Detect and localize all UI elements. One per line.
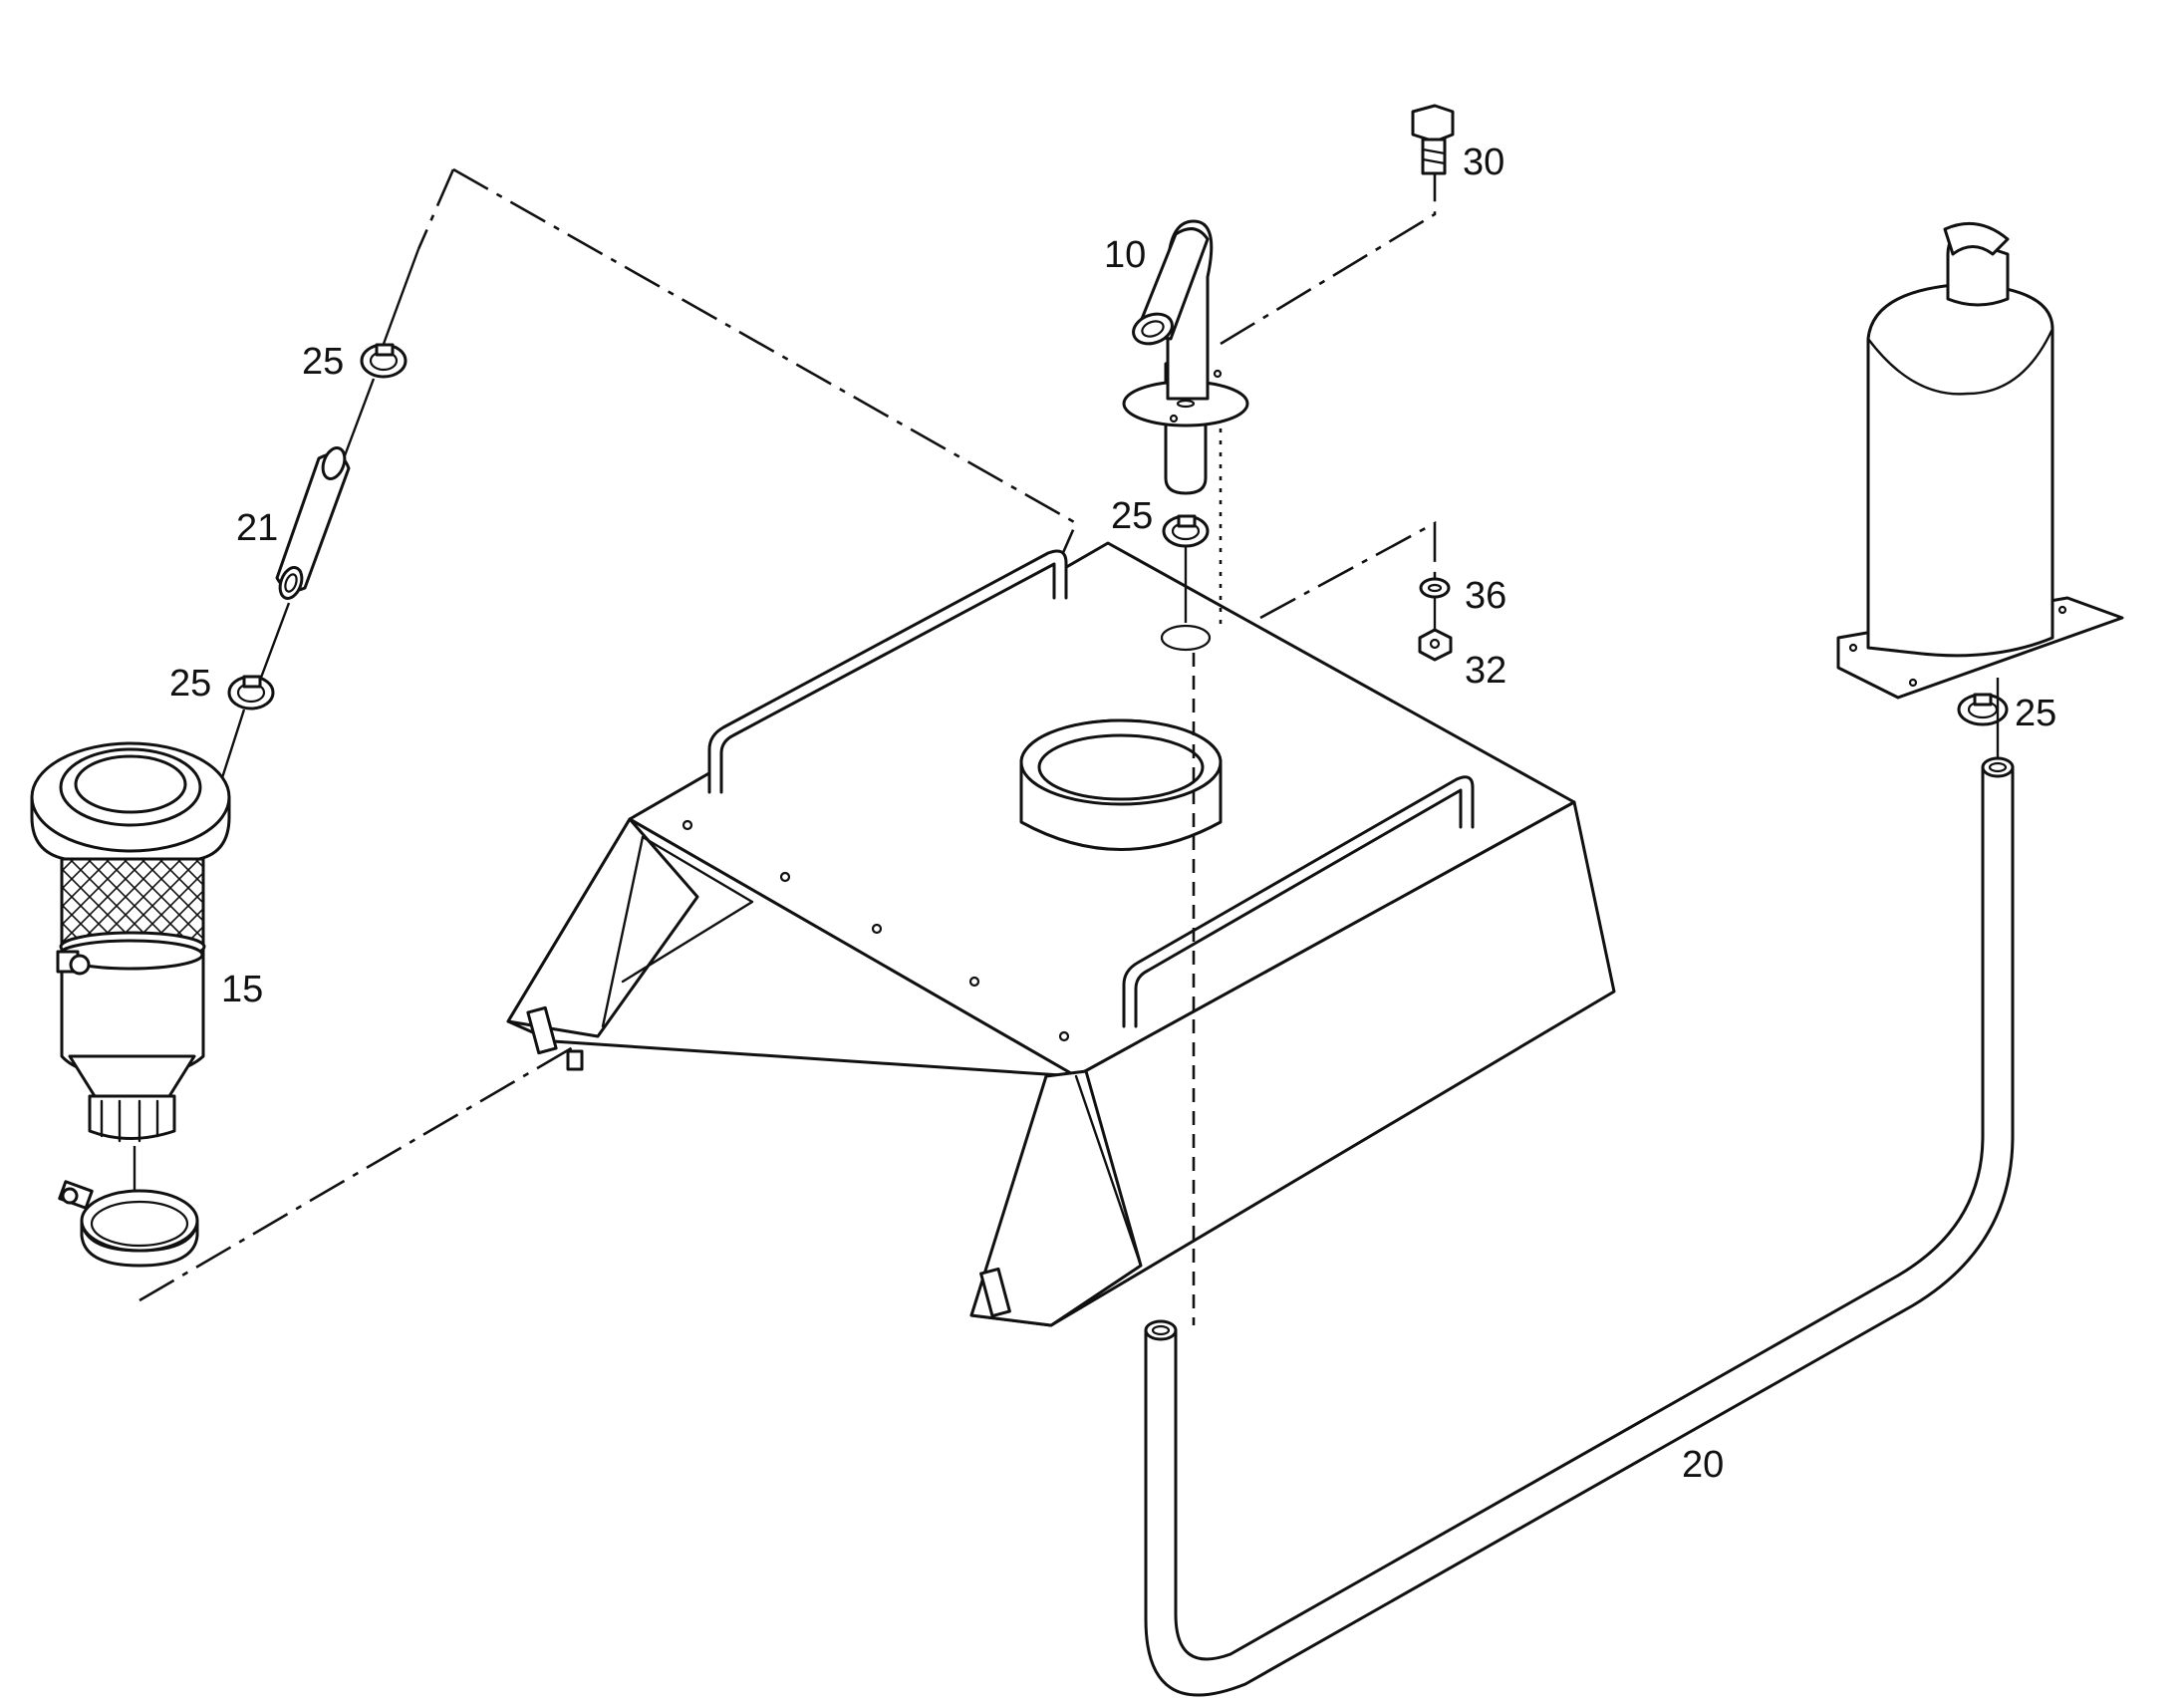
hose-clamp-upper-left: [360, 343, 408, 379]
muffler: [1836, 221, 2124, 700]
hex-nut: [1418, 628, 1453, 662]
straight-hose-section: [275, 446, 351, 600]
callout-20: 20: [1682, 1444, 1724, 1486]
hose-clamp-center: [1162, 514, 1210, 548]
air-filter-assembly: [30, 741, 231, 1143]
callout-10: 10: [1104, 234, 1146, 276]
alignment-line-left-chain: [382, 248, 420, 345]
bent-exhaust-hose: [1144, 756, 2015, 1697]
callout-15: 15: [221, 969, 263, 1010]
callout-25-center: 25: [1111, 495, 1153, 537]
engine-hood-cover: [506, 541, 1616, 1327]
hex-bolt: [1411, 104, 1455, 175]
callout-21: 21: [236, 507, 278, 549]
callout-25-right: 25: [2015, 693, 2056, 734]
callout-labels: 10 30 25 21 25 25 36 32 25 15 20: [169, 142, 2056, 1486]
alignment-line-left-chain-4: [217, 709, 246, 788]
exhaust-elbow-pipe: [1122, 219, 1249, 495]
callout-36: 36: [1465, 575, 1506, 617]
alignment-line-left-chain-2: [342, 378, 376, 459]
callout-32: 32: [1465, 650, 1506, 692]
washer: [1419, 577, 1451, 599]
callout-25-upper-left: 25: [302, 341, 344, 383]
alignment-line-left-chain-3: [259, 602, 291, 679]
filter-band-clamp: [58, 1180, 199, 1268]
hose-clamp-lower-left: [227, 675, 275, 711]
hose-clamp-right: [1957, 693, 2009, 726]
callout-25-lower-left: 25: [169, 663, 211, 705]
callout-30: 30: [1463, 142, 1504, 183]
